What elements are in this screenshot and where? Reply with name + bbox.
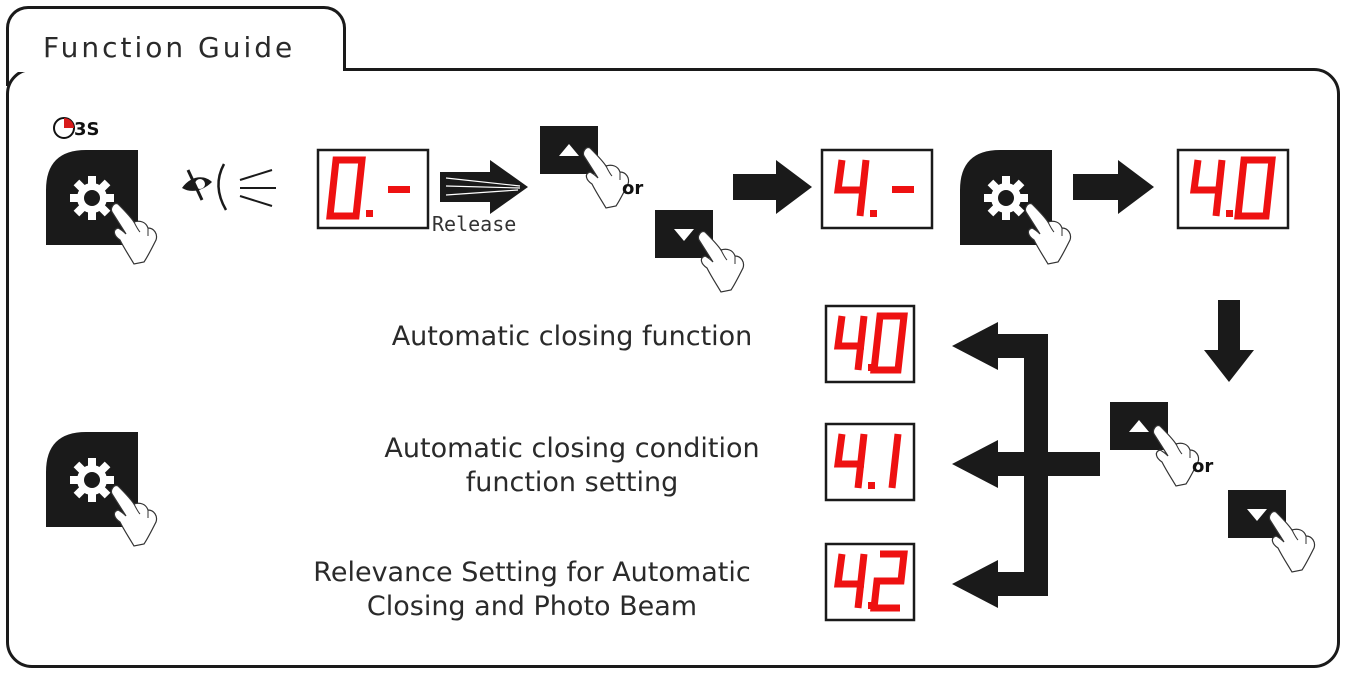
flow-arrow: [733, 160, 812, 214]
release-arrow: [440, 160, 528, 214]
timer-icon: [53, 117, 75, 139]
guide-panel: [6, 68, 1340, 668]
flow-arrow: [1073, 160, 1154, 214]
display-4-2-option: [826, 544, 914, 620]
option-label-4-1: Automatic closing condition function set…: [384, 433, 760, 498]
hand-icon: [1268, 511, 1316, 573]
display-4-dash: [822, 150, 932, 228]
display-4-0: [1178, 150, 1288, 228]
or-label: or: [622, 178, 644, 199]
or-label-side: or: [1192, 456, 1214, 477]
option-label-4-2: Relevance Setting for Automatic Closing …: [313, 557, 751, 622]
eye-icon: [182, 163, 276, 211]
page-title: Function Guide: [43, 31, 296, 64]
option-label-4-0: Automatic closing function: [391, 321, 753, 352]
display-0-dash: [318, 150, 428, 228]
flow-arrow-down: [1204, 300, 1254, 382]
selection-bracket: [952, 322, 1100, 608]
timer-label: 3S: [74, 119, 100, 140]
release-label: Release: [432, 212, 517, 236]
hand-icon: [697, 231, 745, 293]
display-4-0-option: [826, 306, 914, 382]
display-4-1-option: [826, 424, 914, 500]
